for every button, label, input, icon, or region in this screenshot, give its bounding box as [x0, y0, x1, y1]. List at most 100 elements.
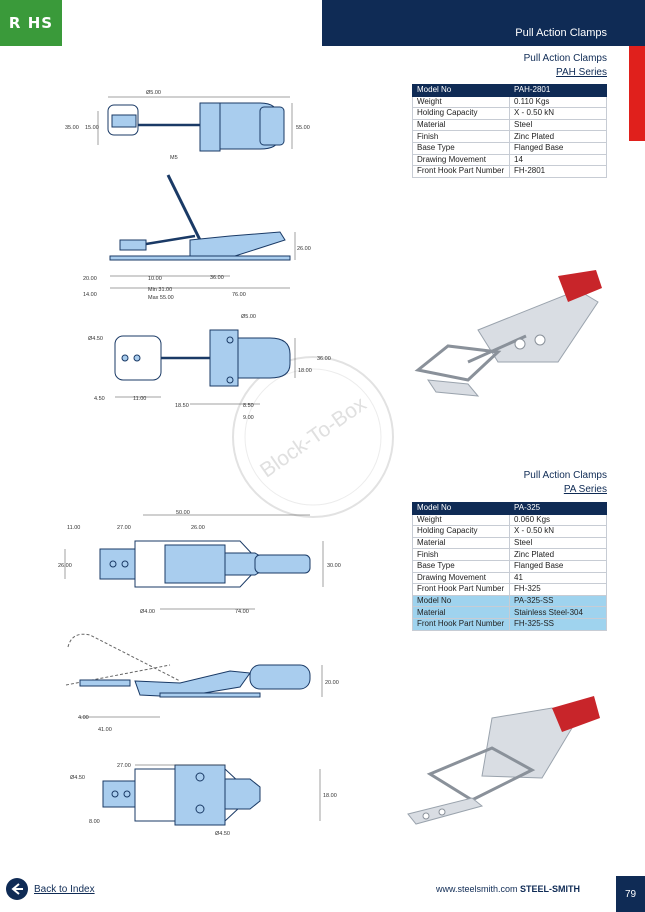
spec-key: Material: [412, 118, 510, 132]
spec-key: Front Hook Part Number: [412, 165, 510, 178]
pah-series-link[interactable]: PAH Series: [556, 67, 607, 78]
pah-top-view-drawing: Ø5.00 35.00 15.00 55.00 M5: [65, 90, 310, 161]
spec-value: Flanged Base: [509, 141, 607, 155]
dim-label: Ø5.00: [146, 90, 161, 96]
header-bar: Pull Action Clamps: [322, 0, 645, 46]
spec-key: Base Type: [412, 559, 510, 573]
spec-key: Drawing Movement: [412, 153, 510, 167]
spec-value: 0.110 Kgs: [509, 95, 607, 109]
dim-label: 15.00: [85, 125, 99, 131]
footer-website: www.steelsmith.com STEEL-SMITH: [436, 884, 580, 894]
dim-label: 11.00: [133, 396, 146, 402]
back-to-index-link[interactable]: Back to Index: [6, 878, 95, 900]
pa-series-link[interactable]: PA Series: [563, 484, 607, 495]
dim-label: 50.00: [176, 510, 190, 516]
watermark: Block-To-Box: [232, 356, 394, 518]
section-tab: [629, 46, 645, 141]
dim-label: 10.00: [148, 276, 162, 282]
brand-name: STEEL-SMITH: [520, 884, 580, 894]
dim-label: 8.50: [243, 403, 254, 409]
spec-value: Flanged Base: [509, 559, 607, 573]
spec-key: Weight: [412, 513, 510, 527]
spec-key: Base Type: [412, 141, 510, 155]
dim-label: 20.00: [325, 680, 339, 686]
dim-label: 76.00: [232, 292, 246, 298]
spec-key: Holding Capacity: [412, 107, 510, 120]
spec-key: Front Hook Part Number: [412, 583, 510, 596]
dim-label: 27.00: [117, 763, 131, 769]
dim-label: 55.00: [296, 125, 310, 131]
dim-label: 35.00: [65, 125, 79, 131]
dim-label: 8.00: [89, 819, 100, 825]
spec-value: 14: [509, 153, 607, 167]
spec-value: Steel: [509, 536, 607, 550]
dim-label: 26.00: [191, 525, 205, 531]
spec-value: FH-325-SS: [509, 617, 607, 631]
spec-key: Material: [412, 536, 510, 550]
dim-label: 18.00: [323, 793, 337, 799]
spec-value: 41: [509, 571, 607, 585]
pah-bottom-view-drawing: Ø5.00 Ø4.50 36.00 18.00 4.50 11.00 18.50…: [88, 314, 331, 421]
back-arrow-icon: [6, 878, 28, 900]
dim-label: Max 55.00: [148, 295, 174, 301]
page-number: 79: [616, 876, 645, 912]
dim-label: 26.00: [58, 563, 72, 569]
dim-label: 11.00: [67, 525, 80, 531]
spec-key: Finish: [412, 548, 510, 561]
dim-label: 14.00: [83, 292, 97, 298]
spec-key: Weight: [412, 95, 510, 109]
spec-value: X - 0.50 kN: [509, 107, 607, 120]
dim-label: 26.00: [297, 246, 311, 252]
spec-key: Model No: [412, 84, 510, 97]
dim-label: 36.00: [317, 356, 331, 362]
spec-value: X - 0.50 kN: [509, 525, 607, 538]
spec-key: Drawing Movement: [412, 571, 510, 585]
dim-label: 36.00: [210, 275, 224, 281]
dim-label: M5: [170, 155, 178, 161]
spec-value: FH-325: [509, 583, 607, 596]
spec-key: Model No: [412, 594, 510, 608]
spec-value: Zinc Plated: [509, 130, 607, 143]
spec-key: Material: [412, 606, 510, 619]
pah-section-title: Pull Action Clamps PAH Series: [524, 52, 607, 80]
spec-key: Front Hook Part Number: [412, 617, 510, 631]
dim-label: 9.00: [243, 415, 254, 421]
dim-label: 20.00: [83, 276, 97, 282]
back-to-index-label: Back to Index: [34, 883, 95, 895]
pa-bottom-view-drawing: 27.00 Ø4.50 18.00 8.00 Ø4.50: [70, 763, 337, 837]
spec-key: Finish: [412, 130, 510, 143]
dim-label: 18.00: [298, 368, 312, 374]
dim-label: Ø4.00: [140, 609, 155, 615]
dim-label: 4.00: [78, 715, 89, 721]
dim-label: 41.00: [98, 727, 112, 733]
spec-value: PA-325-SS: [509, 594, 607, 608]
pa-top-view-drawing: 50.00 11.00 27.00 26.00 26.00 30.00 Ø4.0…: [58, 510, 341, 615]
pa-heading: Pull Action Clamps: [523, 470, 607, 481]
spec-value: 0.060 Kgs: [509, 513, 607, 527]
pa-product-image: [407, 696, 600, 825]
pa-section-title: Pull Action Clamps PA Series: [524, 469, 607, 497]
pa-side-view-drawing: 20.00 4.00 41.00: [65, 633, 339, 733]
dim-label: Ø5.00: [241, 314, 256, 320]
spec-key: Holding Capacity: [412, 525, 510, 538]
dim-label: 30.00: [327, 563, 341, 569]
